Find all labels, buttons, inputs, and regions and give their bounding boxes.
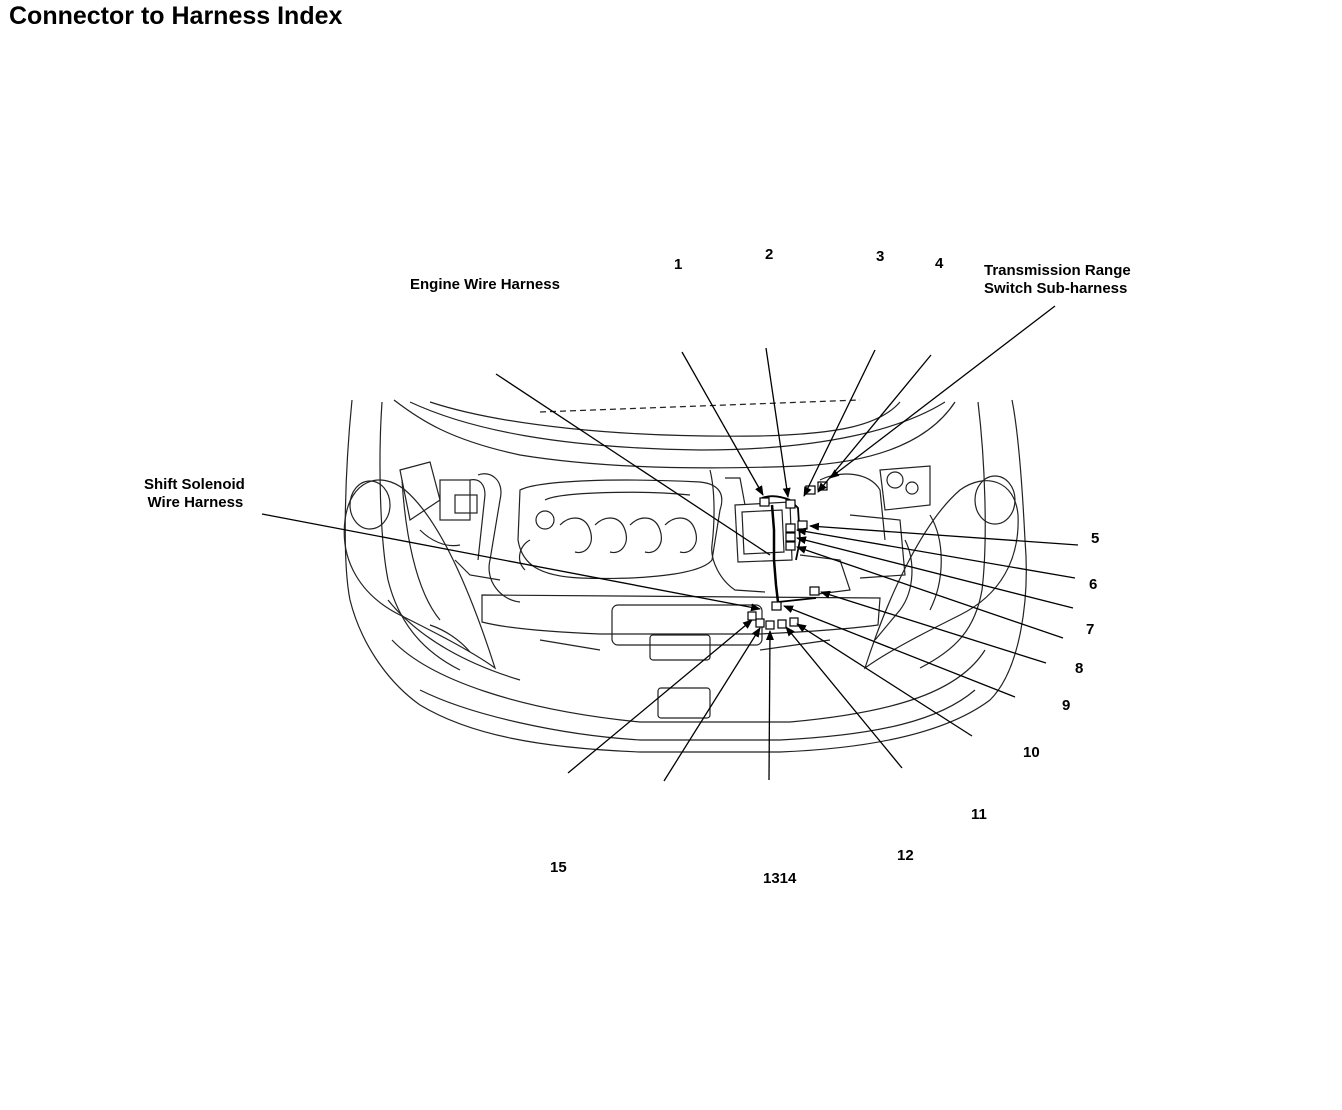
connector-6: [785, 523, 796, 533]
shift-solenoid-harness-label: Shift Solenoid Wire Harness: [144, 476, 245, 512]
trans-range-label-line1: Transmission Range: [984, 262, 1131, 279]
leader-12: [785, 626, 903, 769]
callout-4: 4: [935, 255, 944, 272]
transmission-area: [709, 465, 942, 641]
callout-3: 3: [876, 248, 885, 265]
leader-15: [567, 619, 753, 774]
callout-10: 10: [1023, 744, 1040, 761]
leader-3: [803, 349, 876, 497]
transmission-range-harness-label: Transmission Range Switch Sub-harness: [984, 262, 1131, 298]
leader-trans-range: [829, 305, 1056, 479]
left-bay-components: [399, 461, 501, 621]
leader-9: [820, 590, 1047, 664]
engine-wire-harness-label: Engine Wire Harness: [410, 276, 560, 293]
leader-11: [796, 623, 973, 737]
callout-7: 7: [1086, 621, 1095, 638]
headlight-left: [343, 479, 497, 670]
callout-1: 1: [674, 256, 683, 273]
connector-12: [777, 619, 787, 629]
callout-11: 11: [971, 806, 987, 823]
leader-lines: [261, 305, 1079, 782]
engine-block: [469, 473, 723, 603]
connector-9: [809, 586, 820, 596]
shift-solenoid-label-line1: Shift Solenoid: [144, 476, 245, 493]
leader-2: [765, 347, 791, 498]
leader-1: [681, 351, 764, 496]
connector-2: [785, 499, 796, 509]
leader-5: [809, 522, 1079, 546]
trans-range-label-line2: Switch Sub-harness: [984, 280, 1128, 297]
leader-14: [663, 627, 761, 782]
leader-4: [817, 354, 932, 493]
callout-5: 5: [1091, 530, 1100, 547]
callout-8: 8: [1075, 660, 1084, 677]
connector-11: [789, 617, 799, 627]
connector-13: [765, 620, 775, 630]
headlight-right: [863, 475, 1019, 670]
vehicle-body-outline: [344, 399, 1027, 753]
leader-13: [765, 630, 774, 781]
callout-12: 12: [897, 847, 914, 864]
page-title: Connector to Harness Index: [9, 2, 343, 30]
leader-7: [796, 536, 1074, 609]
radiator-support: [481, 594, 881, 719]
callout-6: 6: [1089, 576, 1098, 593]
connector-14: [755, 618, 765, 628]
leader-engine-harness: [495, 373, 771, 556]
leader-shift-solenoid: [261, 513, 761, 612]
callout-1314: 1314: [763, 870, 797, 887]
callout-2: 2: [765, 246, 774, 263]
leader-6: [796, 527, 1076, 579]
leader-8: [796, 546, 1064, 639]
leader-10: [783, 605, 1016, 698]
connector-1: [759, 497, 770, 507]
connector-10: [771, 601, 782, 611]
connector-8: [785, 541, 796, 551]
connector-15: [747, 611, 757, 621]
callout-9: 9: [1062, 697, 1071, 714]
connector-5: [797, 520, 808, 530]
callout-15: 15: [550, 859, 567, 876]
shift-solenoid-label-line2: Wire Harness: [147, 494, 244, 511]
connector-7: [785, 532, 796, 542]
